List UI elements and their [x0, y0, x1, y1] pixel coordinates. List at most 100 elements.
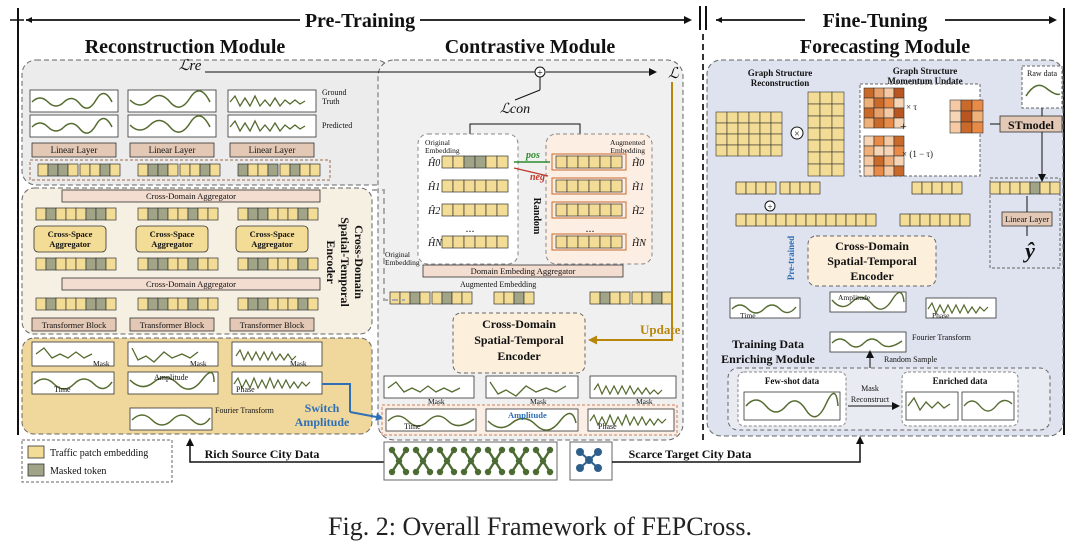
- recon-token-2-cell: [137, 163, 149, 177]
- enc3-token-1-cell: [105, 297, 117, 311]
- contrast-token-0-cell: [409, 291, 421, 305]
- fewshot-curve: [745, 392, 839, 418]
- update-label: Update: [640, 322, 681, 337]
- contrast-encoder-1: Cross-Domain: [482, 317, 556, 331]
- main-grid-cell: [737, 122, 750, 135]
- enc1-token-3-cell: [197, 207, 209, 221]
- masked-amplitude-curve: [131, 347, 199, 363]
- c-phase-box: [587, 408, 675, 432]
- orig-row-1-cell: [485, 179, 498, 193]
- c-mask-3: Mask: [636, 397, 653, 406]
- aug-emb-title-1: Augmented: [610, 138, 645, 147]
- aug-row-frame-0: [551, 153, 627, 171]
- plus-sign: +: [900, 119, 907, 133]
- city-node: [450, 446, 458, 454]
- h-aug-n: H̃N: [631, 236, 647, 249]
- contrast-token-0-cell: [399, 291, 411, 305]
- m3-grid-cell: [971, 121, 984, 134]
- ft1-token-1-cell: [779, 181, 791, 195]
- col-grid-cell: [819, 127, 833, 141]
- phase-label: Phase: [236, 385, 255, 394]
- ground-truth-box-1: [29, 89, 119, 113]
- city-node: [460, 446, 468, 454]
- kron-operator: [790, 126, 804, 140]
- enc3-token-4-cell: [247, 297, 259, 311]
- orig-row-3-cell: [474, 235, 487, 249]
- recon-token-4-cell: [267, 163, 279, 177]
- main-grid-cell: [726, 133, 739, 146]
- ft2-token-2-cell: [909, 213, 921, 227]
- graph-recon-2: Reconstruction: [751, 78, 810, 88]
- cross-domain-aggregator-top: [61, 189, 321, 203]
- m1-grid-cell: [883, 117, 895, 129]
- aug-row-1-cell: [610, 179, 623, 193]
- m1-grid-cell: [893, 117, 905, 129]
- header: Pre-Training Fine-Tuning Reconstruction …: [10, 6, 1065, 440]
- city-node: [498, 446, 506, 454]
- switch-amplitude-arrow: [349, 411, 384, 421]
- ft1-token-2-cell: [921, 181, 933, 195]
- city-node: [491, 457, 499, 465]
- contrast-signal-boxes: [385, 408, 675, 432]
- orig-row-2-cell: [474, 203, 487, 217]
- neg-link: [513, 167, 549, 177]
- city-node: [395, 457, 403, 465]
- orig-row-2-cell: [452, 203, 465, 217]
- aug-row-1-cell: [599, 179, 612, 193]
- c-masked-phase-box: [589, 375, 677, 399]
- random-label-group: Random: [531, 198, 542, 235]
- dots-aug: ...: [586, 221, 595, 235]
- main-grid-cell: [759, 133, 772, 146]
- city-node: [515, 457, 523, 465]
- enc3-token-4-cell: [267, 297, 279, 311]
- c-time-label: Time: [404, 422, 421, 431]
- main-grid-cell: [770, 111, 783, 124]
- enc2-token-2-cell: [167, 257, 179, 271]
- ft1-token-3-cell: [1029, 181, 1041, 195]
- rich-source-label: Rich Source City Data: [205, 447, 320, 461]
- city-node: [508, 446, 516, 454]
- forecasting-module-title: Forecasting Module: [800, 36, 970, 58]
- sum-plus: +: [537, 68, 543, 79]
- time-curve: [33, 378, 113, 390]
- recon-token-3-cell: [209, 163, 221, 177]
- m1-grid-cell: [883, 107, 895, 119]
- linear-layer-2: [129, 142, 215, 158]
- orig-row-3-cell: [496, 235, 509, 249]
- contrast-token-1-cell: [451, 291, 463, 305]
- ft1-token-1-cell: [809, 181, 821, 195]
- finetune-token-row-1: [735, 181, 1061, 195]
- switch-label-1: Switch: [305, 401, 340, 415]
- col-grid-cell: [819, 151, 833, 165]
- enc1-token-4-cell: [257, 207, 269, 221]
- mask-label-3: Mask: [290, 359, 307, 368]
- main-grid-cell: [726, 144, 739, 157]
- m2-grid-cell: [873, 155, 885, 167]
- city-node: [532, 468, 540, 476]
- contrast-token-3-cell: [589, 291, 601, 305]
- neg-label: neg: [530, 172, 545, 183]
- aug-row-0-cell: [577, 155, 590, 169]
- col-grid-cell: [831, 139, 845, 153]
- time-label: Time: [54, 385, 71, 394]
- contrast-token-4-cell: [651, 291, 663, 305]
- ft1-token-1-cell: [799, 181, 811, 195]
- pretraining-title: Pre-Training: [305, 10, 415, 32]
- cross-domain-aggregator-top-label: Cross-Domain Aggregator: [146, 191, 236, 201]
- aug-row-1-cell: [577, 179, 590, 193]
- ground-truth-label-line1: Ground: [322, 88, 346, 97]
- orig-row-0-cell: [463, 155, 476, 169]
- enc1-token-0-cell: [35, 207, 47, 221]
- enc3-token-1-cell: [85, 297, 97, 311]
- ft2-token-2-cell: [939, 213, 951, 227]
- enc3-token-0-cell: [65, 297, 77, 311]
- ft1-token-3-cell: [989, 181, 1001, 195]
- ft2-token-0-cell: [795, 213, 807, 227]
- ft1-token-0-cell: [765, 181, 777, 195]
- ft2-token-2-cell: [949, 213, 961, 227]
- amplitude-box: [127, 371, 219, 395]
- enc3-token-0-cell: [35, 297, 47, 311]
- city-node: [522, 446, 530, 454]
- m1-grid-cell: [863, 97, 875, 109]
- ft2-token-1-cell: [815, 213, 827, 227]
